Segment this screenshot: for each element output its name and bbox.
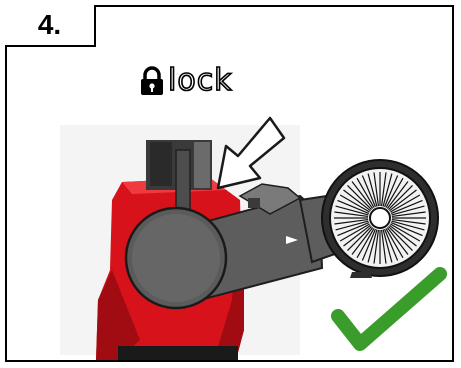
pivot-hub — [126, 208, 226, 308]
checkmark-icon — [338, 274, 440, 344]
